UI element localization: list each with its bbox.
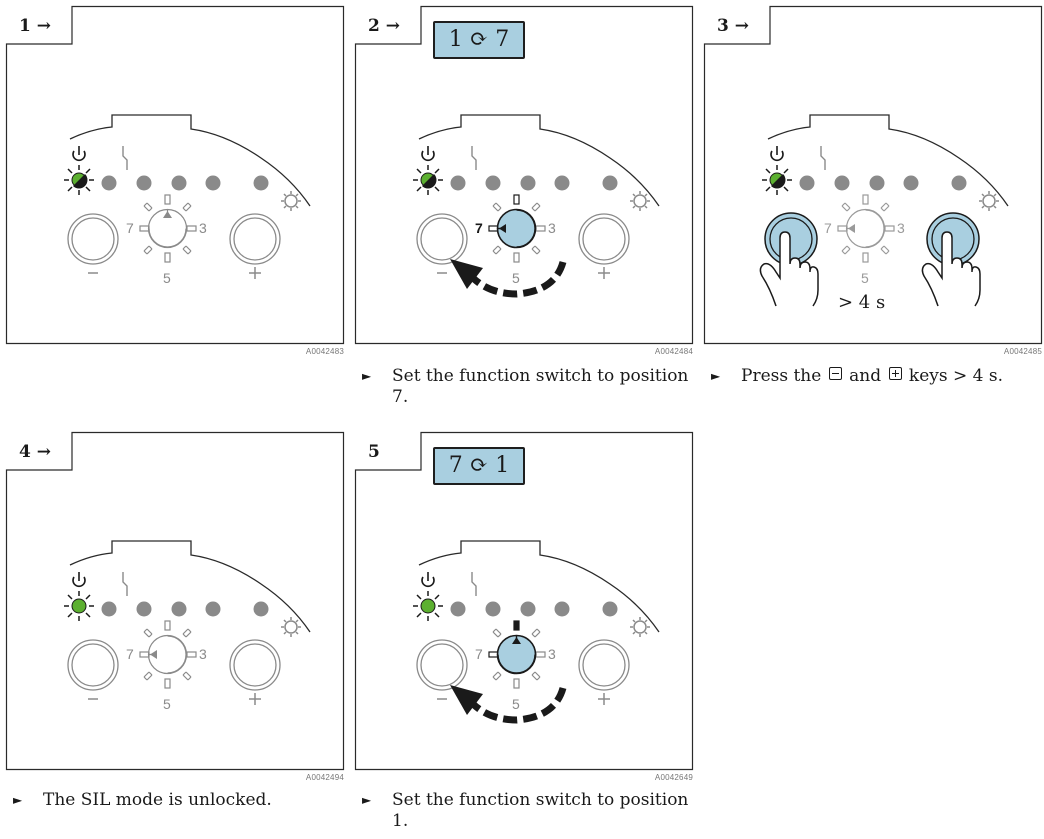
switch-position-badge: 7 ⟳ 1 <box>433 447 525 485</box>
status-leds <box>450 175 618 191</box>
instruction-step-2: ► Set the function switch to position 7. <box>362 366 692 410</box>
step-1-diagram: 7 3 5 <box>5 5 345 345</box>
minus-key <box>67 213 119 274</box>
dial-label-3: 3 <box>199 646 207 662</box>
switch-position-badge: 1 ⟳ 7 <box>433 21 525 59</box>
dial-label-7: 7 <box>126 220 134 236</box>
step-5-diagram: 7 3 5 <box>354 431 694 771</box>
dial-label-3: 3 <box>548 646 556 662</box>
status-leds <box>101 175 269 191</box>
instruction-text: Set the function switch to position 7. <box>392 366 689 407</box>
instruction-text: Press the and keys > 4 s. <box>741 366 1041 387</box>
dial-label-3: 3 <box>897 220 905 236</box>
dial-label-3: 3 <box>548 220 556 236</box>
power-icon <box>770 146 784 162</box>
minus-key <box>764 212 818 266</box>
status-leds <box>450 601 618 617</box>
step-panel-4: 7 3 5 4 → A0042494 <box>5 431 345 782</box>
dial-label-5: 5 <box>861 270 869 286</box>
instruction-text-middle: and <box>849 366 882 386</box>
bullet-arrow-icon: ► <box>362 793 372 807</box>
power-icon <box>421 146 435 162</box>
figure-code: A0042485 <box>1003 347 1042 356</box>
power-icon <box>421 572 435 588</box>
hold-duration-label: > 4 s <box>838 292 886 313</box>
plus-key-icon <box>888 367 902 380</box>
dial-label-5: 5 <box>163 696 171 712</box>
minus-key <box>67 639 119 700</box>
settings-gear-icon <box>281 191 301 211</box>
instruction-step-5: ► Set the function switch to position 1. <box>362 790 692 834</box>
power-icon <box>72 572 86 588</box>
minus-key <box>416 639 468 700</box>
rotate-arrow-icon <box>450 685 567 724</box>
step-4-diagram: 7 3 5 <box>5 431 345 771</box>
step-panel-1: 7 3 5 1 → A0042483 <box>5 5 345 356</box>
instruction-step-4: ► The SIL mode is unlocked. <box>13 790 343 812</box>
instruction-step-3: ► Press the and keys > 4 s. <box>711 366 1041 388</box>
step-panel-3: 7 3 5 > 4 s 3 → A0042485 <box>703 5 1043 356</box>
plus-key <box>926 212 980 266</box>
function-switch-dial <box>139 620 197 689</box>
rotate-arrow-icon <box>450 259 567 298</box>
figure-code: A0042494 <box>305 773 344 782</box>
bullet-arrow-icon: ► <box>362 369 372 383</box>
function-switch-dial <box>139 194 197 263</box>
settings-gear-icon <box>630 617 650 637</box>
dial-label-5: 5 <box>512 270 520 286</box>
instruction-text-before: Press the <box>741 366 822 386</box>
figure-code: A0042483 <box>305 347 344 356</box>
instruction-text-after: keys > 4 s. <box>908 366 1004 386</box>
step-number: 5 <box>368 442 380 462</box>
dial-label-7: 7 <box>126 646 134 662</box>
figure-code: A0042484 <box>654 347 693 356</box>
function-switch-dial <box>488 620 546 689</box>
function-switch-dial <box>488 194 546 263</box>
settings-gear-icon <box>979 191 999 211</box>
plus-key <box>229 639 281 705</box>
plus-key <box>229 213 281 279</box>
dial-label-5: 5 <box>163 270 171 286</box>
instruction-text: The SIL mode is unlocked. <box>43 790 272 810</box>
power-led <box>64 591 94 621</box>
settings-gear-icon <box>281 617 301 637</box>
instruction-text: Set the function switch to position 1. <box>392 790 689 831</box>
step-number: 1 → <box>19 16 51 36</box>
dial-label-7: 7 <box>475 646 483 662</box>
status-leds <box>101 601 269 617</box>
fault-icon <box>820 146 826 170</box>
dial-label-7: 7 <box>824 220 832 236</box>
step-number: 2 → <box>368 16 400 36</box>
settings-gear-icon <box>630 191 650 211</box>
fault-icon <box>122 146 128 170</box>
power-led <box>413 591 443 621</box>
bullet-arrow-icon: ► <box>13 793 23 807</box>
plus-key <box>578 213 630 279</box>
step-2-diagram: 7 3 5 <box>354 5 694 345</box>
status-leds <box>799 175 967 191</box>
dial-label-3: 3 <box>199 220 207 236</box>
bullet-arrow-icon: ► <box>711 369 721 383</box>
figure-code: A0042649 <box>654 773 693 782</box>
power-led <box>413 165 443 195</box>
plus-key <box>578 639 630 705</box>
step-number: 3 → <box>717 16 749 36</box>
fault-icon <box>122 572 128 596</box>
minus-key-icon <box>828 367 842 380</box>
step-panel-5: 7 3 5 7 ⟳ 1 5 A0042649 <box>354 431 694 782</box>
fault-icon <box>471 572 477 596</box>
minus-key <box>416 213 468 274</box>
power-led <box>762 165 792 195</box>
step-panel-2: 7 3 5 1 ⟳ 7 2 → A0042484 <box>354 5 694 356</box>
step-number: 4 → <box>19 442 51 462</box>
finger-press-icon <box>759 231 981 307</box>
dial-label-5: 5 <box>512 696 520 712</box>
power-icon <box>72 146 86 162</box>
function-switch-dial <box>837 194 895 263</box>
dial-label-7: 7 <box>475 220 483 236</box>
fault-icon <box>471 146 477 170</box>
step-3-diagram: 7 3 5 <box>703 5 1043 345</box>
power-led <box>64 165 94 195</box>
